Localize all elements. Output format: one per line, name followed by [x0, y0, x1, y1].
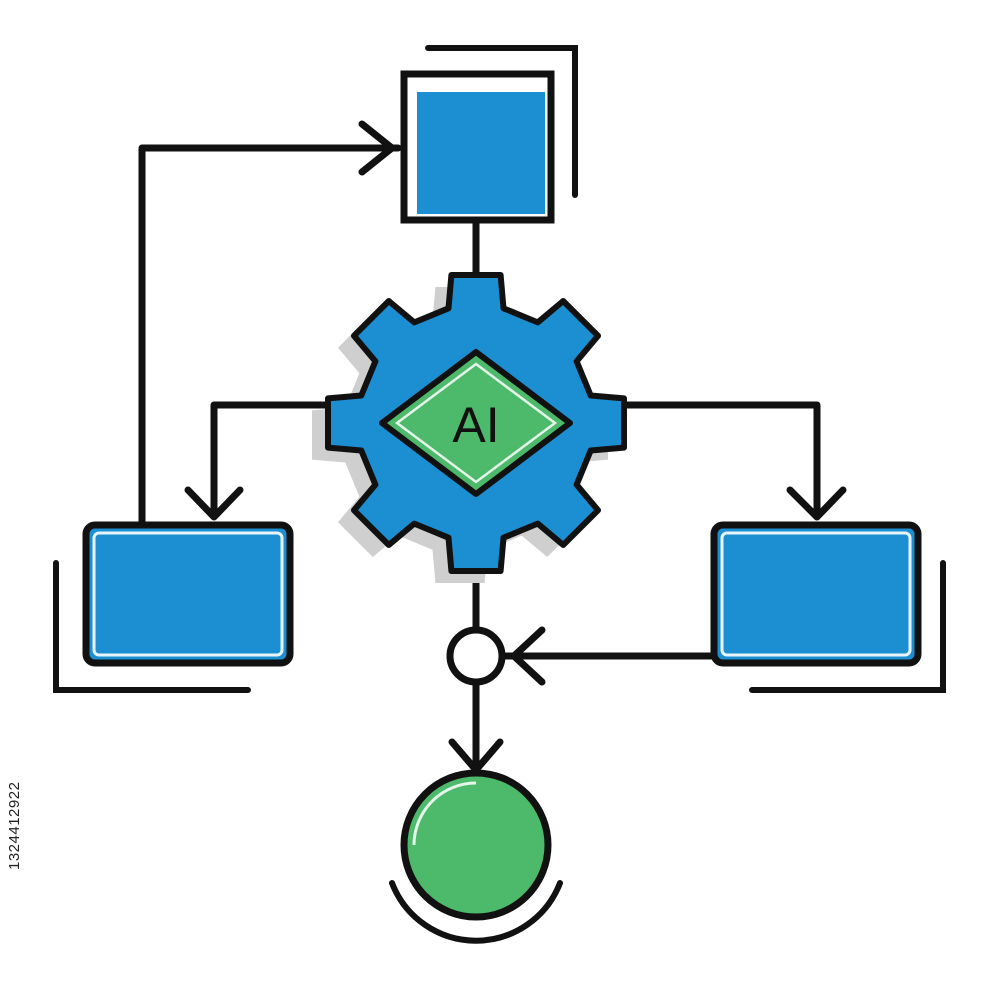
arrowhead-into-left-box: [184, 486, 244, 521]
end-node-circle: [400, 769, 552, 921]
ai-diamond: [379, 349, 573, 497]
arrowhead-into-top-box: [358, 120, 396, 176]
left-box: [53, 521, 294, 693]
ai-label: AI: [452, 397, 499, 453]
left-box-highlight: [92, 531, 284, 657]
end-node-highlight: [412, 781, 477, 846]
end-node-accent-arc: [389, 880, 563, 944]
merge-node: [446, 626, 506, 686]
right-box: [710, 521, 946, 693]
left-box-accent-lines: [53, 560, 251, 693]
top-box-accent-lines: [425, 45, 578, 198]
connector-left-to-top: [138, 144, 402, 529]
top-box-fill: [417, 92, 545, 214]
connector-gear-to-left: [210, 401, 329, 519]
left-box-frame: [82, 521, 294, 667]
connector-gear-to-right: [624, 401, 821, 519]
right-box-highlight: [720, 531, 912, 657]
top-box: [400, 45, 578, 224]
right-box-accent-lines: [749, 560, 946, 693]
arrowhead-into-right-box: [786, 486, 847, 521]
ai-gear: AI: [312, 272, 627, 583]
stock-id-label: 1324412922: [6, 0, 46, 1000]
right-box-frame: [710, 521, 922, 667]
ai-diamond-highlight: [394, 362, 558, 484]
stock-id-text: 1324412922: [6, 781, 23, 870]
end-node: [389, 769, 563, 944]
arrowhead-into-merge-node: [510, 626, 546, 686]
